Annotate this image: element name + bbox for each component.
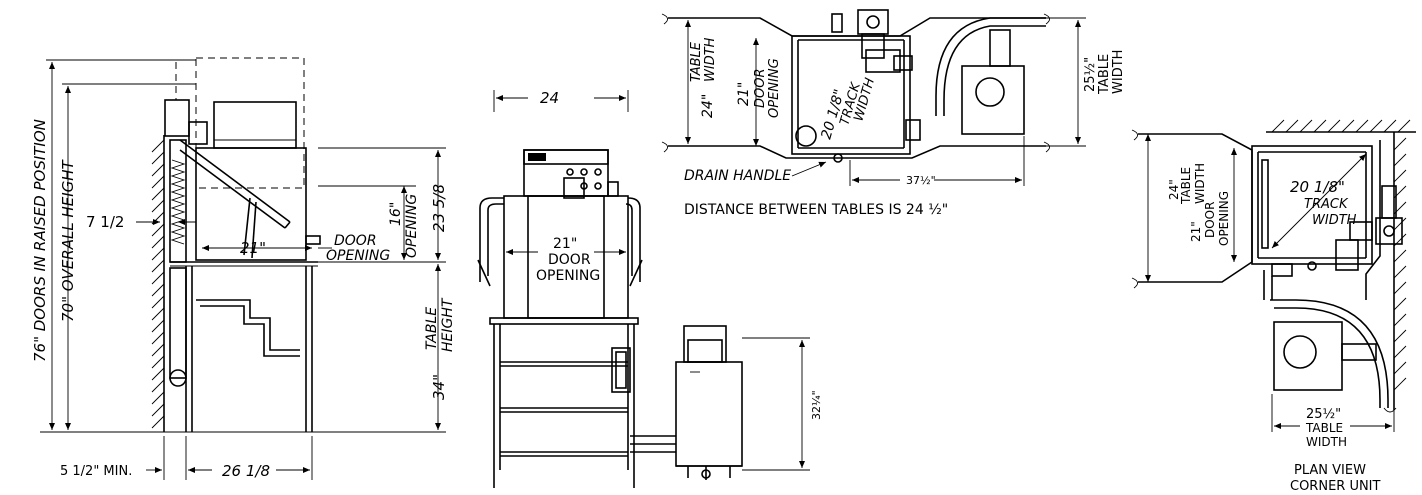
plan-door-label-2: OPENING (767, 58, 782, 118)
plan-view-straight: 24" TABLE WIDTH 21" DOOR OPENING 20 1/8"… (661, 9, 1126, 218)
corner-door-label-2: OPENING (1217, 191, 1231, 246)
front-door-label-1: DOOR (548, 252, 591, 268)
table-height-value: 34" (430, 374, 448, 400)
plan-view-corner: 24" TABLE WIDTH 21" DOOR OPENING 20 1/8"… (1131, 119, 1416, 494)
door-height-label: OPENING (404, 194, 420, 258)
corner-plan-title-2: CORNER UNIT (1290, 479, 1381, 494)
min-clearance-label: 5 1/2" MIN. (60, 464, 132, 479)
corner-plan-title-1: PLAN VIEW (1294, 463, 1366, 478)
corner-track-label-1: TRACK (1304, 197, 1349, 212)
table-height-label-1: TABLE (424, 307, 440, 350)
top-height-label: 23 5/8 (430, 184, 448, 232)
corner-wall-hatching (1271, 119, 1411, 391)
door-height-value: 16" (388, 202, 404, 226)
corner-table-width-bottom-l2: WIDTH (1306, 435, 1347, 449)
front-door-label-2: OPENING (536, 268, 600, 284)
wall-gap-label: 7 1/2 (86, 213, 124, 231)
plan-table-width-right: 25½" (1083, 57, 1098, 92)
wall-hatching (151, 135, 165, 432)
plan-table-width-left: 24" (700, 94, 716, 118)
plan-door-label-1: DOOR (753, 68, 768, 108)
drain-handle-label: DRAIN HANDLE (684, 168, 791, 184)
plan-table-width-left-l2: WIDTH (703, 37, 718, 82)
corner-door-label-1: DOOR (1203, 202, 1217, 238)
spring-coils (170, 159, 186, 245)
plan-table-width-left-l1: TABLE (689, 41, 704, 82)
front-width-label: 24 (540, 89, 559, 107)
side-view: 76" DOORS IN RAISED POSITION 70" OVERALL… (31, 57, 456, 480)
corner-door-width: 21" (1189, 221, 1203, 242)
inner-width-label: 21" (240, 239, 266, 257)
plan-table-width-right-l2: WIDTH (1111, 50, 1126, 94)
corner-table-width-left-l2: WIDTH (1193, 163, 1207, 204)
overall-height-label: 70" OVERALL HEIGHT (59, 158, 77, 322)
corner-table-width-left: 24" (1167, 179, 1181, 200)
door-opening-label: DOOR (334, 233, 377, 249)
corner-table-width-bottom-l1: TABLE (1305, 421, 1343, 435)
front-view: 24 21" DOOR OPENING (477, 89, 823, 488)
corner-table-width-bottom: 25½" (1306, 407, 1341, 422)
depth-label: 26 1/8 (222, 462, 270, 480)
booster-height-label: 32¼" (810, 390, 823, 420)
plan-table-width-right-l1: TABLE (1097, 54, 1112, 95)
front-door-width: 21" (553, 236, 577, 252)
booster-offset-label: 37½" (906, 174, 936, 187)
corner-table-width-left-l1: TABLE (1179, 167, 1193, 205)
table-height-label-2: HEIGHT (440, 297, 456, 352)
corner-track-width: 20 1/8" (1290, 178, 1345, 196)
corner-track-label-2: WIDTH (1312, 213, 1357, 228)
plan-door-width: 21" (736, 82, 752, 106)
distance-between-tables-note: DISTANCE BETWEEN TABLES IS 24 ½" (684, 202, 948, 218)
door-opening-label-2: OPENING (326, 248, 390, 264)
doors-raised-label: 76" DOORS IN RAISED POSITION (31, 119, 49, 362)
